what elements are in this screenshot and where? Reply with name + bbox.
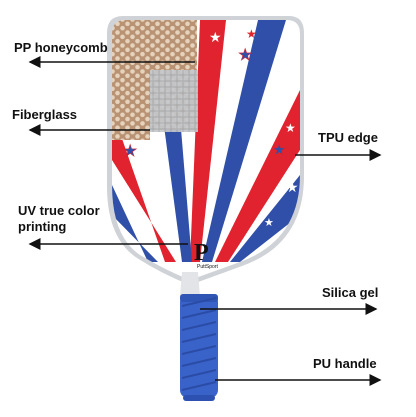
star-icon: ★ — [272, 140, 286, 159]
star-icon: ★ — [123, 141, 137, 160]
star-icon: ★ — [209, 30, 222, 46]
label-pu-handle: PU handle — [313, 356, 377, 371]
silica-gel-throat — [180, 272, 200, 296]
pu-handle — [180, 294, 218, 401]
label-pp-honeycomb: PP honeycomb — [14, 40, 108, 55]
star-icon: ★ — [271, 68, 284, 84]
star-icon: ★ — [246, 27, 257, 41]
star-icon: ★ — [238, 45, 252, 64]
stripe-red-right — [215, 90, 300, 262]
star-icon: ★ — [286, 180, 299, 196]
stripe-blue-far-left — [112, 185, 158, 262]
logo-letter: P — [194, 240, 209, 266]
brand-logo: P PuttSport — [194, 240, 218, 270]
star-icon: ★ — [141, 216, 151, 229]
stripe-blue-right — [202, 20, 286, 262]
star-icon: ★ — [264, 216, 274, 229]
label-uv-printing: UV true color printing — [18, 203, 100, 234]
paddle-face — [112, 20, 300, 280]
stripe-blue-far-right — [230, 175, 300, 262]
stripe-red-center — [190, 20, 226, 262]
star-icon: ★ — [285, 121, 296, 135]
label-fiberglass: Fiberglass — [12, 107, 78, 122]
label-tpu-edge: TPU edge — [318, 130, 378, 145]
fiberglass-layer — [150, 70, 198, 132]
star-decorations: ★ ★ ★ ★ ★ ★ ★ ★ ★ ★ ★ — [119, 27, 299, 229]
label-silica-gel: Silica gel — [322, 285, 379, 300]
star-icon: ★ — [119, 181, 130, 195]
logo-wordmark: PuttSport — [197, 264, 218, 270]
